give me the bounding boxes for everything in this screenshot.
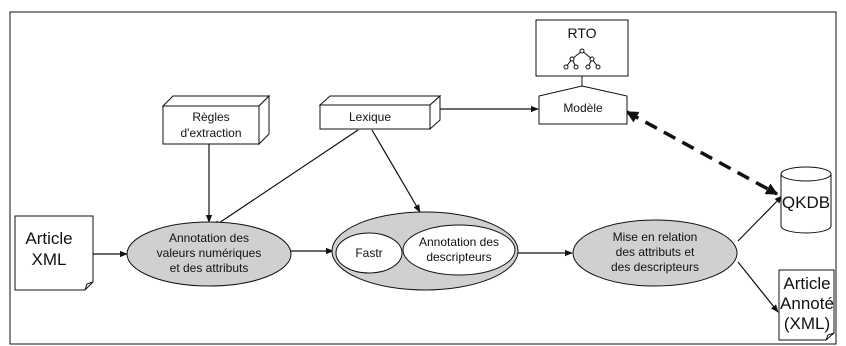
- qkdb-node: QKDB: [780, 166, 832, 234]
- annotation-descripteurs-line-2: descripteurs: [426, 250, 491, 264]
- lexique-label: Lexique: [349, 110, 391, 124]
- mise-en-relation-line-1: Mise en relation: [613, 230, 698, 244]
- rto-node: RTO: [535, 19, 629, 86]
- edge-mise-to-qkdb: [737, 195, 783, 242]
- fastr-label: Fastr: [355, 246, 382, 260]
- mise-en-relation-line-3: des descripteurs: [611, 260, 699, 274]
- article-xml-node: Article XML: [14, 215, 94, 291]
- article-annote-line-2: Annoté: [780, 294, 834, 313]
- modele-node: Modèle: [538, 85, 628, 125]
- modele-label: Modèle: [563, 101, 603, 115]
- diagram-frame: [9, 11, 837, 345]
- annotation-valeurs-line-2: valeurs numériques: [157, 246, 262, 260]
- edges: [93, 105, 783, 313]
- edge-lexique-to-fastr-group: [371, 129, 421, 213]
- regles-line-2: d'extraction: [181, 126, 242, 140]
- edge-lexique-to-annotation-valeurs: [212, 129, 359, 228]
- fastr-ellipse: [335, 232, 403, 274]
- article-annote-node: Article Annoté (XML): [778, 269, 835, 341]
- annotation-descripteurs-line-1: Annotation des: [419, 235, 499, 249]
- annotation-descripteurs-ellipse: [402, 224, 516, 276]
- annotation-valeurs-node: Annotation des valeurs numériques et des…: [126, 221, 292, 287]
- article-xml-line-1: Article: [25, 229, 72, 248]
- article-annote-line-1: Article: [783, 274, 830, 293]
- fastr-group-node: Fastr Annotation des descripteurs: [331, 211, 519, 291]
- rto-label: RTO: [567, 25, 596, 41]
- annotation-valeurs-line-1: Annotation des: [169, 231, 249, 245]
- edge-mise-to-article-annote: [737, 261, 779, 313]
- annotation-valeurs-line-3: et des attributs: [170, 261, 249, 275]
- lexique-node: Lexique: [318, 94, 442, 131]
- article-annote-line-3: (XML): [784, 314, 830, 333]
- regles-line-1: Règles: [192, 110, 229, 124]
- qkdb-label: QKDB: [782, 193, 830, 212]
- mise-en-relation-line-2: des attributs et: [616, 245, 695, 259]
- article-xml-line-2: XML: [32, 250, 67, 269]
- regles-node: Règles d'extraction: [161, 94, 271, 146]
- tree-icon: [563, 48, 601, 70]
- edge-modele-qkdb-dashed: [625, 110, 779, 196]
- mise-en-relation-node: Mise en relation des attributs et des de…: [572, 219, 738, 287]
